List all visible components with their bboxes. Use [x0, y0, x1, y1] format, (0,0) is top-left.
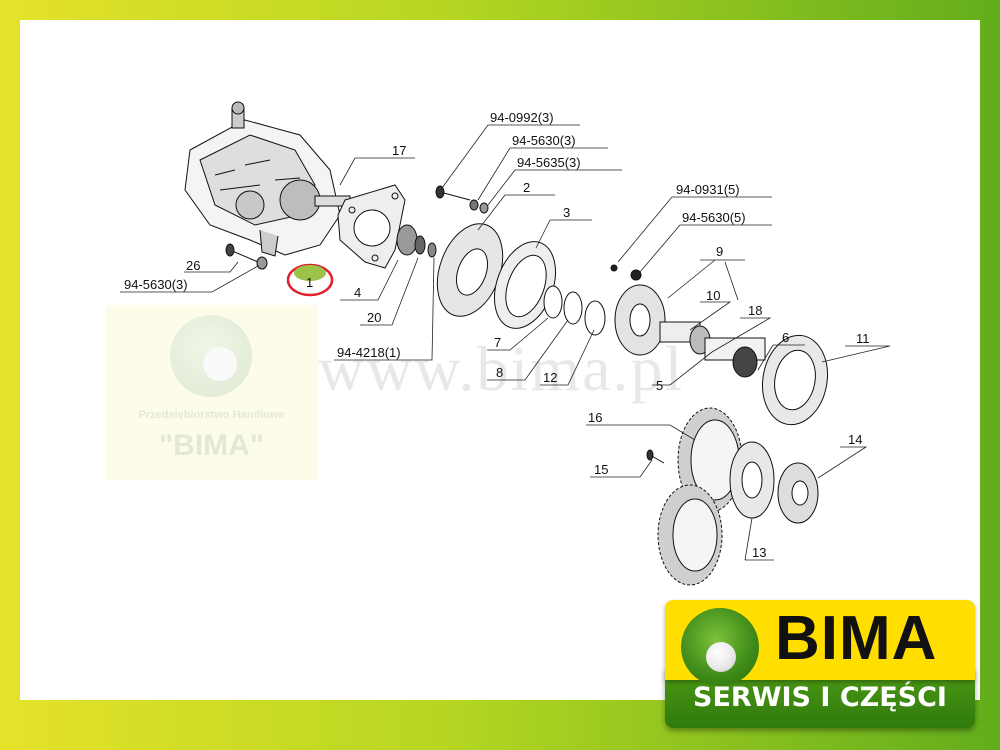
badge-title: BIMA	[775, 604, 938, 673]
leader-lines	[120, 124, 891, 561]
badge-subtitle: SERWIS I CZĘŚCI	[693, 682, 947, 713]
label-94-0931: 94-0931(5)	[676, 182, 740, 197]
label-94-5635: 94-5635(3)	[517, 155, 581, 170]
label-9: 9	[716, 244, 723, 259]
diagram-canvas: Przedsiębiorstwo Handlowe "BIMA" www.bim…	[20, 20, 980, 700]
bolt-94-0992-drawing	[435, 185, 489, 214]
gasket-17-drawing	[337, 184, 406, 269]
watermark-logo-dot	[203, 347, 237, 381]
label-94-5630-5: 94-5630(5)	[682, 210, 746, 225]
label-17: 17	[392, 143, 406, 158]
highlight-part-1: 1	[286, 263, 334, 297]
label-3: 3	[563, 205, 570, 220]
label-10: 10	[706, 288, 720, 303]
bima-badge: SERWIS I CZĘŚCI BIMA	[665, 600, 975, 735]
exploded-parts-diagram: www.bima.pl	[120, 101, 891, 586]
rings-7-8-12-drawing	[543, 285, 606, 336]
label-7: 7	[494, 335, 501, 350]
watermark-company-name: "BIMA"	[158, 429, 265, 462]
hub-14-drawing	[777, 462, 819, 524]
label-12: 12	[543, 370, 557, 385]
gear-16-drawing	[657, 407, 743, 586]
label-8: 8	[496, 365, 503, 380]
label-94-0992: 94-0992(3)	[490, 110, 554, 125]
label-14: 14	[848, 432, 862, 447]
hub-9-drawing	[610, 264, 766, 378]
flange-13-drawing	[729, 441, 775, 519]
label-4: 4	[354, 285, 361, 300]
watermark-logo: Przedsiębiorstwo Handlowe "BIMA"	[105, 305, 318, 480]
label-16: 16	[588, 410, 602, 425]
flange-2-drawing	[436, 223, 504, 317]
label-5: 5	[656, 378, 663, 393]
drive-gear-4-drawing	[396, 224, 437, 258]
label-18: 18	[748, 303, 762, 318]
label-2: 2	[523, 180, 530, 195]
flange-11-drawing	[762, 334, 828, 426]
label-11: 11	[856, 331, 870, 346]
label-94-5630-3: 94-5630(3)	[512, 133, 576, 148]
watermark-url: www.bima.pl	[318, 333, 684, 404]
label-26: 26	[186, 258, 200, 273]
label-94-4218: 94-4218(1)	[337, 345, 401, 360]
badge-title-band: BIMA	[665, 600, 975, 686]
bima-logo-ball-highlight	[706, 642, 736, 672]
label-20: 20	[367, 310, 381, 325]
gasket-3-drawing	[494, 241, 556, 329]
label-13: 13	[752, 545, 766, 560]
label-part-1: 1	[306, 275, 313, 290]
label-94-5630-3-left: 94-5630(3)	[124, 277, 188, 292]
label-15: 15	[594, 462, 608, 477]
injection-pump-drawing	[184, 101, 351, 257]
screw-15-drawing	[646, 449, 665, 464]
watermark-company-line: Przedsiębiorstwo Handlowe	[138, 409, 285, 421]
bolt-26-drawing	[225, 243, 268, 270]
label-6: 6	[782, 330, 789, 345]
